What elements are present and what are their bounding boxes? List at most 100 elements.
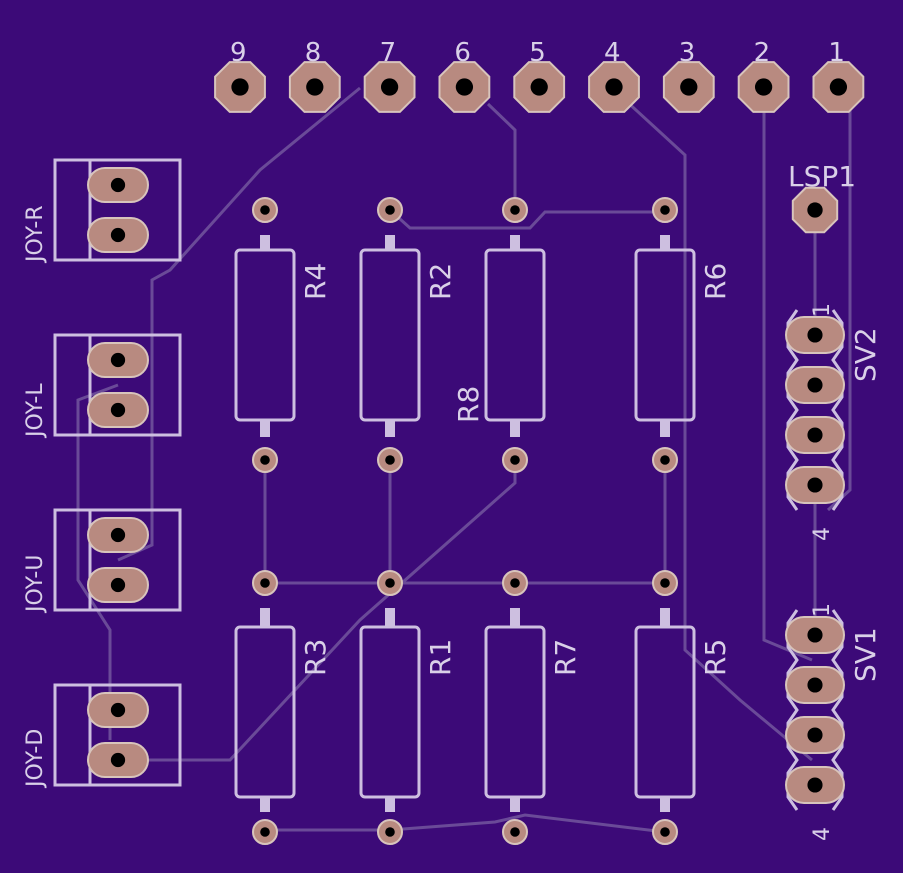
resistor-lead (385, 420, 395, 437)
resistor-label: R3 (299, 639, 332, 676)
resistor-pad (252, 819, 278, 845)
resistor-pad (377, 197, 403, 223)
resistor-lead (385, 797, 395, 812)
joystick-outline (53, 683, 182, 787)
connector-pin (785, 616, 845, 654)
joystick-outline (53, 333, 182, 437)
resistor-pad (252, 197, 278, 223)
header-pin-label: 1 (828, 38, 845, 68)
resistor-body (484, 625, 546, 799)
connector-pin-last: 4 (810, 827, 835, 841)
joystick-label: JOY-U (23, 555, 48, 614)
joystick-pad (87, 167, 149, 203)
trace (265, 813, 666, 834)
joystick-pad (87, 567, 149, 603)
resistor-lead (660, 235, 670, 250)
resistor-body (359, 248, 421, 422)
connector-pin (785, 416, 845, 454)
resistor-body (234, 248, 296, 422)
resistor-label: R8 (452, 386, 485, 423)
connector-pin (785, 666, 845, 704)
resistor-pad (652, 197, 678, 223)
header-pin-1 (812, 61, 865, 113)
resistor-pad (502, 819, 528, 845)
resistor-body (359, 625, 421, 799)
resistor-body (634, 248, 696, 422)
resistor-lead (660, 797, 670, 812)
connector-pin-first: 1 (810, 603, 835, 617)
header-pin-9 (214, 61, 266, 113)
trace (486, 102, 517, 210)
connector-outline (786, 309, 799, 511)
pad-layer (87, 61, 865, 845)
resistor-pad (502, 447, 528, 473)
joystick-label: JOY-R (23, 205, 48, 264)
resistor-label: R7 (549, 639, 582, 676)
joystick-label: JOY-L (23, 383, 48, 439)
speaker-pad (791, 186, 839, 234)
joystick-pad (87, 217, 149, 253)
trace (826, 108, 852, 512)
trace (388, 208, 665, 230)
resistor-lead (510, 420, 520, 437)
connector-pin (785, 766, 845, 804)
connector-pin (785, 716, 845, 754)
connector-pin (785, 316, 845, 354)
trace (762, 98, 813, 662)
resistor-lead (260, 420, 270, 437)
connector-label: SV1 (849, 627, 882, 682)
resistor-pad (502, 570, 528, 596)
header-pin-2 (737, 61, 790, 113)
resistor-lead (660, 608, 670, 627)
resistor-lead (660, 420, 670, 437)
joystick-pad (87, 517, 149, 553)
header-pin-label: 8 (305, 38, 322, 68)
joystick-pad (87, 742, 149, 778)
joystick-outline (53, 508, 182, 612)
trace (610, 86, 813, 762)
resistor-lead (260, 235, 270, 250)
connector-label: SV2 (849, 327, 882, 382)
resistor-body (634, 625, 696, 799)
resistor-lead (260, 797, 270, 812)
trace (118, 460, 517, 762)
resistor-lead (510, 608, 520, 627)
resistor-pad (652, 819, 678, 845)
resistor-body (484, 248, 546, 422)
resistor-lead (510, 797, 520, 812)
connector-pin-first: 1 (810, 303, 835, 317)
header-pin-7 (363, 61, 416, 113)
resistor-pad (652, 447, 678, 473)
header-pin-label: 9 (230, 38, 247, 68)
resistor-pad (377, 819, 403, 845)
joystick-pad (87, 392, 149, 428)
header-pin-8 (288, 61, 341, 113)
header-pin-6 (438, 61, 491, 113)
trace-layer (76, 86, 852, 834)
trace (117, 86, 361, 562)
connector-pin (785, 466, 845, 504)
resistor-pad (502, 197, 528, 223)
connector-pin (785, 366, 845, 404)
speaker-label: LSP1 (788, 160, 856, 193)
resistor-label: R2 (424, 263, 457, 300)
header-pin-label: 3 (679, 38, 696, 68)
header-pin-label: 7 (380, 38, 397, 68)
connector-outline (786, 609, 799, 811)
trace (263, 460, 667, 585)
joystick-label: JOY-D (23, 729, 48, 789)
header-pin-3 (662, 61, 715, 113)
resistor-label: R1 (424, 639, 457, 676)
connector-outline (831, 309, 844, 511)
resistor-body (234, 625, 296, 799)
header-pin-4 (588, 61, 640, 113)
joystick-outline (53, 158, 182, 262)
resistor-pad (377, 447, 403, 473)
header-pin-label: 6 (454, 38, 471, 68)
resistor-label: R4 (299, 263, 332, 300)
joystick-pad (87, 692, 149, 728)
resistor-pad (252, 570, 278, 596)
resistor-lead (260, 608, 270, 627)
